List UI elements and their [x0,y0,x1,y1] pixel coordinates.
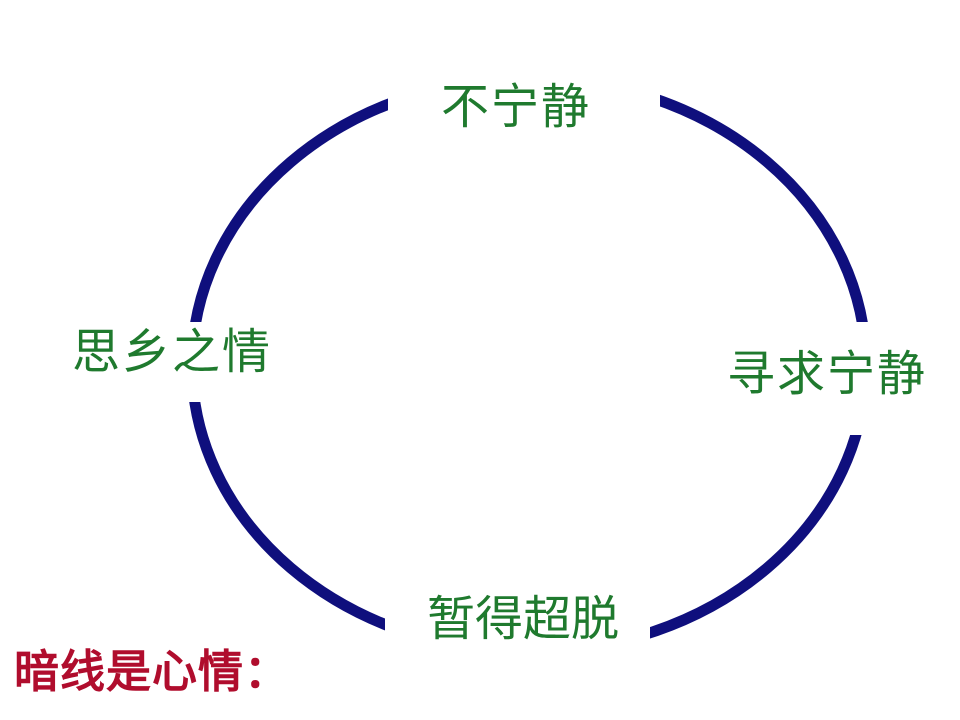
circle-gap-right [818,322,940,435]
circle-gap-left [118,322,230,402]
circle-gap-top [388,55,660,140]
label-seek-peace: 寻求宁静 [727,348,928,401]
caption-hidden-line-is-mood: 暗线是心情： [14,646,291,697]
label-homesickness: 思乡之情 [72,326,273,379]
label-restless: 不宁静 [441,81,592,134]
circle-gap-bottom [385,592,650,667]
label-brief-transcendence: 暂得超脱 [427,593,620,646]
